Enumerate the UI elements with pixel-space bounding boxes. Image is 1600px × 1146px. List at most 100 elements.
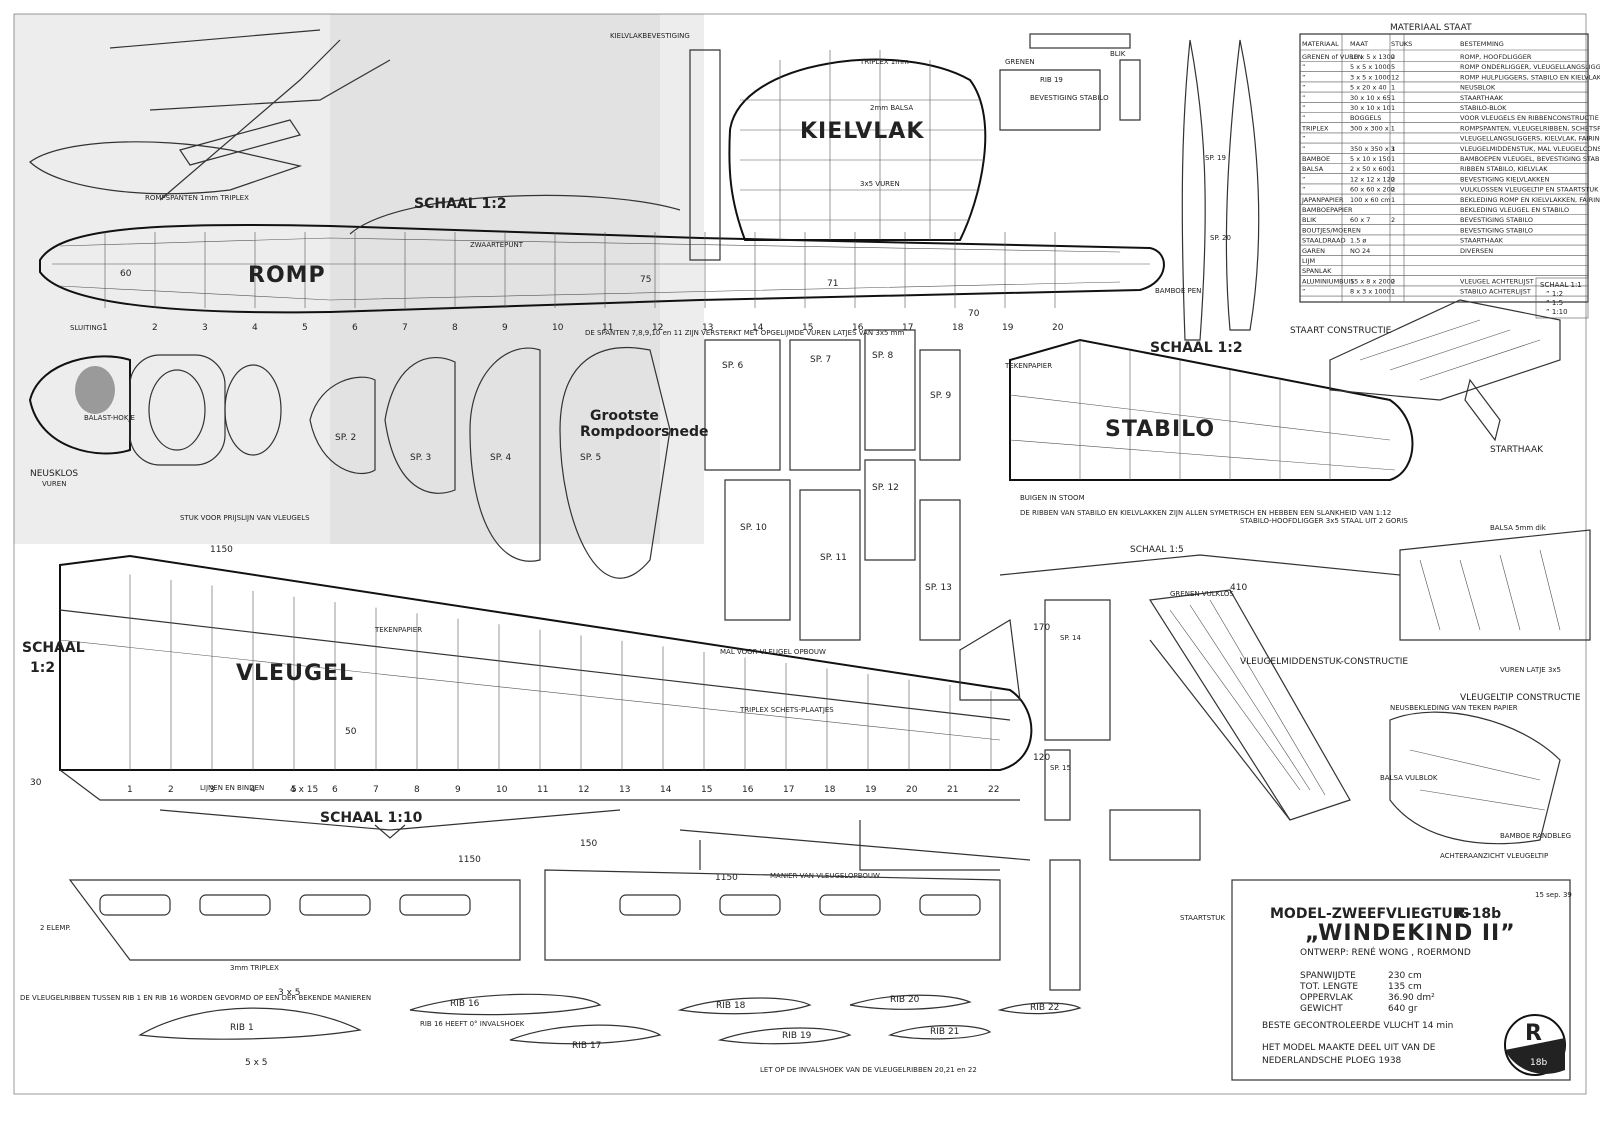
stuk-voor-label: STUK VOOR PRIJSLIJN VAN VLEUGELS	[180, 514, 310, 522]
rib-label: RIB 16	[450, 999, 480, 1009]
triplex-1mm-label: TRIPLEX 1mm	[859, 58, 909, 66]
scale-legend-row-3: ” 1:10	[1546, 308, 1568, 316]
material-table-cell: ”	[1302, 186, 1305, 194]
scale-legend	[1535, 277, 1589, 319]
wing-station-number: 16	[742, 785, 754, 795]
spec-value: 230 cm	[1388, 971, 1422, 981]
material-table-cell: 12 x 12 x 120	[1350, 175, 1395, 183]
material-table-cell: TRIPLEX	[1301, 124, 1329, 132]
material-table-cell: ”	[1302, 288, 1305, 296]
material-table-cell: BEVESTIGING STABILO	[1460, 216, 1533, 224]
material-table-cell: 5	[1391, 63, 1395, 71]
fuselage-station-number: 16	[852, 323, 864, 333]
tekenpapier-stab-label: TEKENPAPIER	[1004, 362, 1052, 370]
material-table-cell: BEVESTIGING KIELVLAKKEN	[1460, 175, 1550, 183]
dim-1150-manier: 1150	[715, 873, 738, 883]
wing-station-number: 1	[127, 785, 133, 795]
spant-label: SP. 4	[490, 453, 511, 463]
stabilo-front-scale: SCHAAL 1:5	[1130, 545, 1184, 555]
material-table-cell: STABILO-BLOK	[1460, 104, 1507, 112]
material-table-cell: 2	[1391, 216, 1395, 224]
balsa-2mm-label: 2mm BALSA	[870, 104, 913, 112]
dim-3x5: 3 x 5	[278, 988, 301, 998]
material-table-cell: 300 x 300 x 1	[1350, 124, 1395, 132]
material-table-cell: VULKLOSSEN VLEUGELTIP EN STAARTSTUK	[1460, 186, 1599, 194]
material-table-cell: 10 x 5 x 1300	[1350, 53, 1395, 61]
fuselage-station-number: 2	[152, 323, 158, 333]
dim-70: 70	[968, 309, 980, 319]
material-table-cell: ROMP ONDERLIGGER, VLEUGELLANGSLIGGER	[1460, 63, 1600, 71]
nose-block	[28, 354, 282, 466]
material-table-cell: GAREN	[1302, 247, 1325, 255]
spant-label: SP. 7	[810, 355, 831, 365]
dim-170: 170	[1033, 623, 1050, 633]
fuselage-station-number: 10	[552, 323, 564, 333]
stabilo-fitting	[999, 33, 1260, 341]
bevestiging-stabilo-label: BEVESTIGING STABILO	[1030, 94, 1109, 102]
fuselage-station-number: 5	[302, 323, 308, 333]
neusklos-label: NEUSKLOS	[30, 469, 78, 479]
material-table-cell: 1	[1391, 145, 1395, 153]
buigen-stoom-label: BUIGEN IN STOOM	[1020, 494, 1085, 502]
wing-station-number: 8	[414, 785, 420, 795]
fuselage-station-number: 18	[952, 323, 964, 333]
material-table-cell: GRENEN of VUREN	[1302, 53, 1363, 61]
material-table-cell: 5 x 10 x 150	[1350, 155, 1391, 163]
material-table-cell: 1	[1391, 288, 1395, 296]
scale-legend-row-2: ” 1:5	[1546, 299, 1563, 307]
fuselage-station-number: 15	[802, 323, 813, 333]
title-model: MODEL-ZWEEFVLIEGTUIG	[1270, 906, 1469, 922]
zwaartepunt-label: ZWAARTEPUNT	[470, 241, 524, 249]
center-plates	[68, 869, 1001, 961]
material-table-cell: RIBBEN STABILO, KIELVLAK	[1460, 165, 1548, 173]
material-table-cell: BAMBOEPAPIER	[1302, 206, 1353, 214]
fin-view	[689, 49, 987, 261]
material-table-cell: LIJM	[1302, 257, 1315, 265]
material-table-cell: 2	[1391, 186, 1395, 194]
material-table-cell: ”	[1302, 145, 1305, 153]
best-flight: BESTE GECONTROLEERDE VLUCHT 14 min	[1262, 1021, 1453, 1031]
wing-station-number: 19	[865, 785, 877, 795]
fuselage-station-number: 6	[352, 323, 358, 333]
wing-station-number: 18	[824, 785, 836, 795]
material-table-cell: NO 24	[1350, 247, 1370, 255]
rib-label: RIB 21	[930, 1027, 959, 1037]
spant-label: SP. 13	[925, 583, 952, 593]
material-table-cell: 2	[1391, 53, 1395, 61]
spant-label: SP. 12	[872, 483, 899, 493]
wing-station-number: 14	[660, 785, 672, 795]
spant-label: SP. 2	[335, 433, 356, 443]
ribben-note: DE RIBBEN VAN STABILO EN KIELVLAKKEN ZIJ…	[1020, 509, 1391, 517]
material-table-cell: 1	[1391, 155, 1395, 163]
balsa-5mm-label: BALSA 5mm dik	[1490, 524, 1547, 532]
fuselage-station-number: 12	[652, 323, 663, 333]
material-table-cell: ”	[1302, 114, 1305, 122]
wing-station-number: 4	[250, 785, 256, 795]
fuselage-station-number: 4	[252, 323, 258, 333]
material-table-cell: ”	[1302, 63, 1305, 71]
dim-71: 71	[827, 279, 838, 289]
lijnen-binden-label: LIJNEN EN BINDEN	[200, 784, 264, 792]
logo	[1504, 1014, 1566, 1076]
material-table-cell: BEKLEDING ROMP EN KIELVLAKKEN, FAIRINGS	[1460, 196, 1600, 204]
wing-station-number: 11	[537, 785, 548, 795]
triplex-schets-label: TRIPLEX SCHETS-PLAATJES	[739, 706, 834, 714]
title-designer: ONTWERP: RENÉ WONG , ROERMOND	[1300, 946, 1471, 958]
material-table-cell: 2 x 50 x 600	[1350, 165, 1391, 173]
wing-station-number: 13	[619, 785, 630, 795]
vuren-3x5-label: 3x5 VUREN	[860, 180, 900, 188]
material-table-cell: JAPANPAPIER	[1301, 196, 1344, 204]
vleugeltip-label: VLEUGELTIP CONSTRUCTIE	[1460, 693, 1581, 703]
fuselage-station-number: 7	[402, 323, 408, 333]
mal-label: MAL VOOR VLEUGEL OPBOUW	[720, 648, 826, 656]
spec-value: 135 cm	[1388, 982, 1422, 992]
material-table-cell: STAARTHAAK	[1460, 237, 1504, 245]
note-1: HET MODEL MAAKTE DEEL UIT VAN DE	[1262, 1043, 1436, 1053]
fuselage-station-number: 17	[902, 323, 913, 333]
material-table-cell: ”	[1302, 135, 1305, 143]
wing-station-number: 7	[373, 785, 379, 795]
material-table-cell: 1	[1391, 104, 1395, 112]
tail-spants	[959, 599, 1201, 991]
